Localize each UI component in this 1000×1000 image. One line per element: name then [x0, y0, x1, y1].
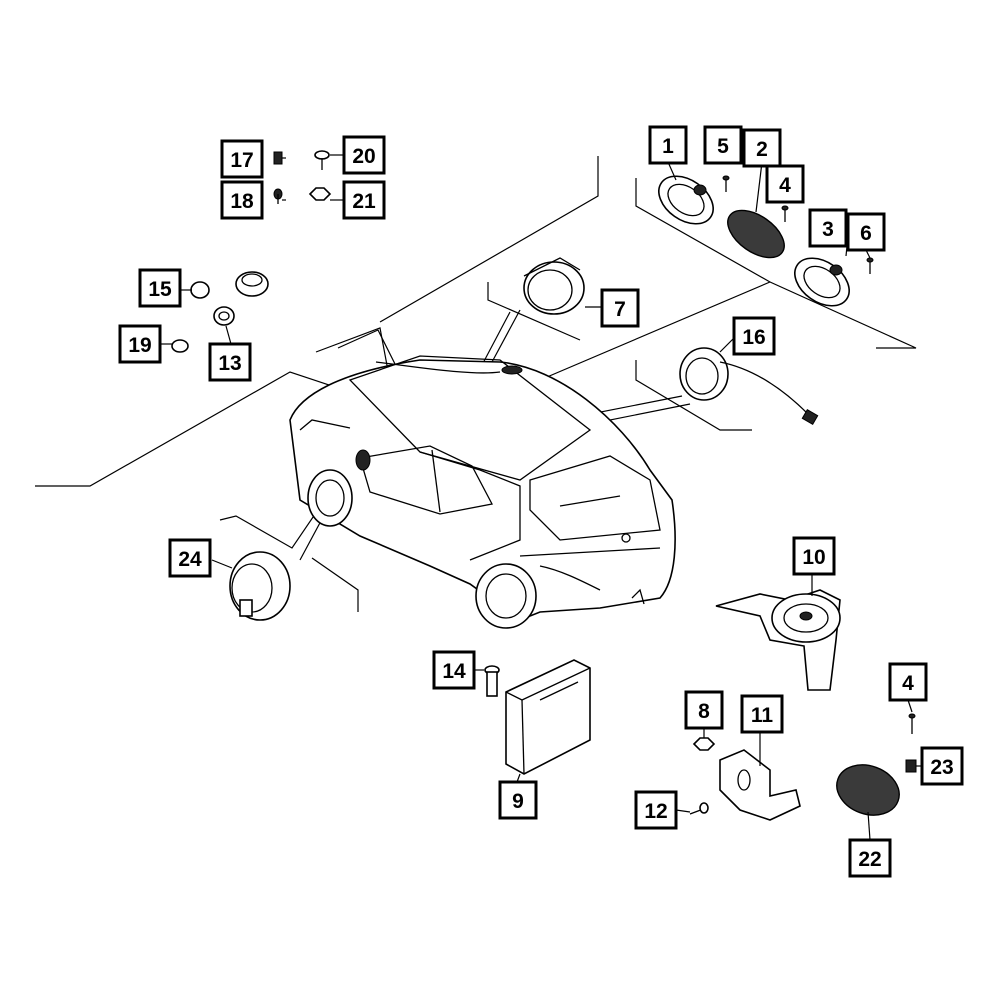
svg-text:4: 4 [779, 174, 791, 197]
nut-part-21 [308, 187, 332, 201]
screw-part-20 [314, 150, 330, 170]
callout-8: 8 [684, 690, 724, 730]
callout-3: 3 [808, 208, 848, 248]
svg-text:2: 2 [756, 138, 768, 161]
svg-text:18: 18 [230, 190, 254, 213]
screw-part-4-upper [781, 205, 789, 222]
callout-2: 2 [742, 128, 782, 168]
bolt-part-14 [484, 665, 500, 697]
callout-23: 23 [920, 746, 964, 786]
callout-10: 10 [792, 536, 836, 576]
svg-text:3: 3 [822, 218, 834, 241]
callout-24: 24 [168, 538, 212, 578]
callout-18: 18 [220, 180, 264, 220]
callout-7: 7 [600, 288, 640, 328]
round-speaker-16 [679, 347, 819, 426]
screw-part-12 [689, 802, 709, 815]
callout-4-lower: 4 [888, 662, 928, 702]
screw-part-5 [722, 175, 730, 192]
tweeter-part-15 [190, 271, 269, 299]
nut-part-8 [692, 737, 716, 751]
callout-1: 1 [648, 125, 688, 165]
amplifier-9 [505, 659, 591, 775]
svg-text:17: 17 [230, 149, 253, 172]
svg-text:9: 9 [512, 790, 524, 813]
svg-text:19: 19 [128, 334, 151, 357]
svg-text:24: 24 [178, 548, 202, 571]
svg-text:8: 8 [698, 700, 710, 723]
screw-part-6 [866, 257, 874, 274]
screw-part-18 [273, 188, 283, 204]
svg-text:11: 11 [751, 704, 774, 727]
svg-text:14: 14 [442, 660, 466, 683]
grommet-part-19 [171, 339, 189, 353]
callout-11: 11 [740, 694, 784, 734]
callout-12: 12 [634, 790, 678, 830]
svg-text:21: 21 [352, 190, 376, 213]
screw-part-4-lower [908, 713, 916, 734]
oval-speaker-rear [794, 257, 850, 307]
speaker-grille-22 [836, 764, 900, 816]
callout-19: 19 [118, 324, 162, 364]
callout-20: 20 [342, 135, 386, 175]
oval-speaker-front [658, 175, 714, 225]
door-speaker-24 [229, 551, 291, 621]
svg-text:22: 22 [858, 848, 881, 871]
callout-15: 15 [138, 268, 182, 308]
svg-text:23: 23 [930, 756, 953, 779]
callout-14: 14 [432, 650, 476, 690]
svg-text:7: 7 [614, 298, 626, 321]
callout-16: 16 [732, 316, 776, 356]
round-speaker-7 [523, 257, 585, 315]
callout-4-upper: 4 [765, 164, 805, 204]
svg-text:1: 1 [662, 135, 674, 158]
clip-part-17 [273, 151, 283, 165]
svg-text:6: 6 [860, 222, 872, 245]
callout-6: 6 [846, 212, 886, 252]
svg-text:4: 4 [902, 672, 914, 695]
bracket-part-11 [719, 749, 801, 821]
callout-5: 5 [703, 125, 743, 165]
svg-text:15: 15 [148, 278, 172, 301]
subwoofer-10 [715, 589, 841, 691]
svg-text:13: 13 [218, 352, 241, 375]
svg-text:10: 10 [802, 546, 825, 569]
speaker-grille-front [727, 209, 785, 259]
callout-22: 22 [848, 838, 892, 878]
callout-17: 17 [220, 139, 264, 179]
callout-21: 21 [342, 180, 386, 220]
tweeter-part-13 [213, 306, 235, 326]
svg-text:20: 20 [352, 145, 375, 168]
vehicle-illustration [289, 355, 676, 629]
svg-text:12: 12 [644, 800, 667, 823]
svg-text:16: 16 [742, 326, 765, 349]
svg-text:5: 5 [717, 135, 729, 158]
clip-part-23 [905, 759, 917, 773]
callout-9: 9 [498, 780, 538, 820]
callout-13: 13 [208, 342, 252, 382]
